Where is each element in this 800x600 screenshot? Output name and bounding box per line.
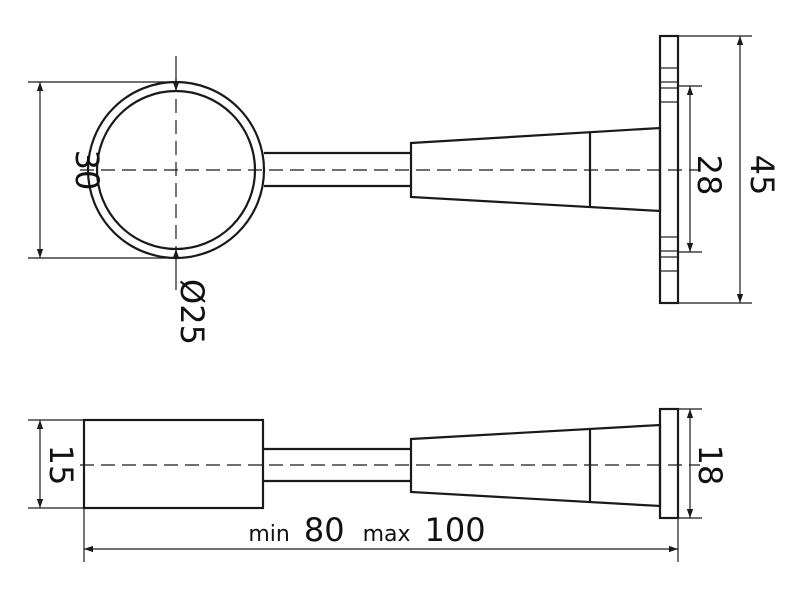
dim-text-30: 30 — [68, 150, 106, 191]
plate-screw-top-2 — [659, 87, 679, 103]
plate-screw-bottom — [659, 236, 679, 252]
dim-text-45: 45 — [743, 155, 781, 196]
plate-screw-top — [659, 67, 679, 83]
dim-text-length: min 80 max 100 — [248, 511, 485, 549]
dim-text-18: 18 — [691, 445, 729, 486]
label-max: max — [363, 522, 411, 547]
plate-screw-bottom-2 — [659, 256, 679, 272]
side-wall-plate — [658, 407, 680, 520]
top-view: 30 Ø25 28 45 — [28, 34, 781, 345]
value-max: 100 — [425, 511, 486, 549]
side-view: 15 18 min 80 max 100 — [28, 407, 729, 562]
dim-text-28: 28 — [690, 155, 728, 196]
value-min: 80 — [304, 511, 345, 549]
ring-side-block — [82, 418, 265, 510]
dim-text-d25: Ø25 — [173, 279, 211, 345]
label-min: min — [248, 522, 290, 547]
dim-text-15: 15 — [42, 445, 80, 486]
